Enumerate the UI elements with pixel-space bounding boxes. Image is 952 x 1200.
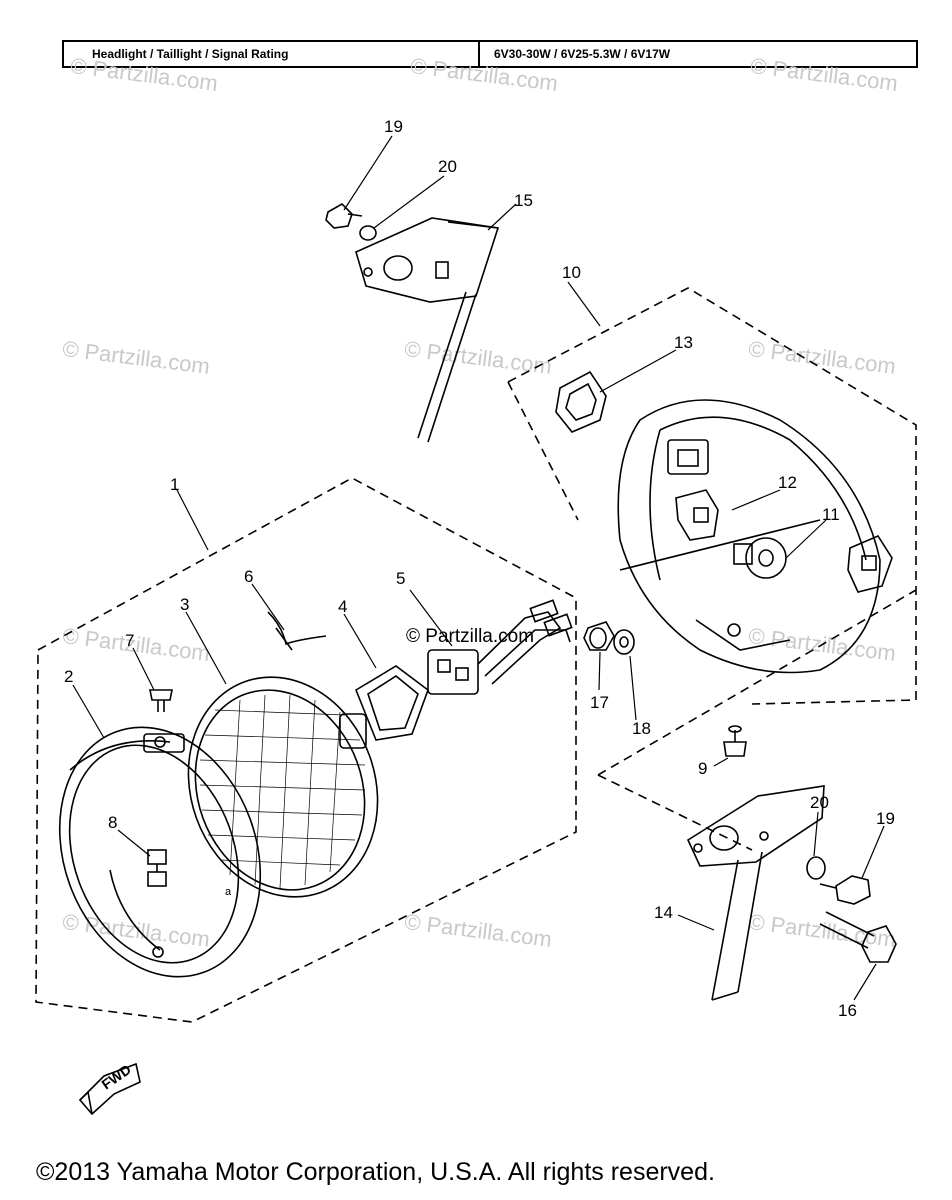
- callout-13: 13: [674, 333, 693, 352]
- part-lens: [187, 676, 379, 898]
- callout-19-upper: 19: [384, 117, 403, 136]
- callout-6: 6: [244, 567, 253, 586]
- callout-20-lower: 20: [810, 793, 829, 812]
- leader-lines: [72, 135, 885, 1001]
- callout-3: 3: [180, 595, 189, 614]
- part-connector: [427, 599, 573, 695]
- callout-7: 7: [125, 631, 134, 650]
- rating-label: Headlight / Taillight / Signal Rating: [92, 47, 289, 61]
- callout-11: 11: [822, 505, 840, 524]
- part-nut-17: [583, 621, 615, 651]
- copyright-notice: ©2013 Yamaha Motor Corporation, U.S.A. A…: [36, 1158, 715, 1186]
- part-washer-20-lower: [806, 856, 826, 880]
- part-grommet-13: [555, 370, 607, 433]
- rating-divider: [478, 42, 480, 66]
- callout-15: 15: [514, 191, 533, 210]
- callout-18: 18: [632, 719, 651, 738]
- svg-text:a: a: [225, 886, 232, 898]
- assembly-outline-body: [507, 287, 917, 705]
- callout-14: 14: [654, 903, 673, 922]
- part-socket: [355, 665, 429, 741]
- rating-table: Headlight / Taillight / Signal Rating 6V…: [62, 40, 918, 68]
- part-washer-20-upper: [359, 225, 377, 241]
- part-bracket-upper: [355, 217, 500, 443]
- callout-8: 8: [108, 813, 117, 832]
- part-screw-7: [149, 689, 173, 712]
- part-clip-8: [147, 849, 167, 887]
- part-headlight-body: [617, 399, 893, 674]
- callout-20-upper: 20: [438, 157, 457, 176]
- callout-10: 10: [562, 263, 581, 282]
- callout-17: 17: [590, 693, 609, 712]
- callout-16: 16: [838, 1001, 857, 1020]
- part-bolt-16: [819, 911, 897, 963]
- part-grommet-11: [733, 537, 787, 579]
- part-bolt-19-lower: [819, 875, 871, 905]
- watermark-center: © Partzilla.com: [406, 626, 534, 647]
- assembly-outline-headlight: [35, 477, 577, 1023]
- callout-2: 2: [64, 667, 73, 686]
- callout-9: 9: [698, 759, 707, 778]
- rating-value: 6V30-30W / 6V25-5.3W / 6V17W: [494, 47, 671, 61]
- callout-4: 4: [338, 597, 347, 616]
- callout-12: 12: [778, 473, 797, 492]
- part-bracket-lower: [686, 785, 825, 1001]
- callout-5: 5: [396, 569, 405, 588]
- callout-1: 1: [170, 475, 179, 494]
- part-rim: a: [58, 726, 262, 978]
- part-spring: [267, 611, 327, 651]
- callout-19-lower: 19: [876, 809, 895, 828]
- fwd-arrow-icon: [78, 1062, 141, 1116]
- part-screw-9: [723, 725, 747, 757]
- part-washer-18: [613, 629, 635, 655]
- part-bolt-19-upper: [325, 203, 363, 229]
